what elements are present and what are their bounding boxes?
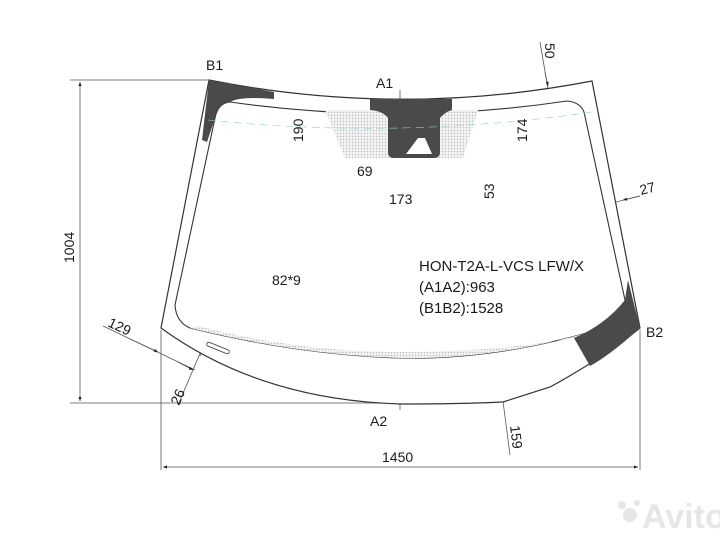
dim-sensor-offset: 69 [357, 163, 373, 179]
point-b2: B2 [646, 324, 663, 340]
frit-bottom-right [574, 280, 640, 366]
dim-height: 1004 [61, 232, 77, 263]
dim-sensor-width: 173 [389, 191, 413, 207]
dim-sensor-height-right: 174 [514, 118, 530, 142]
frit-top-left [202, 80, 274, 142]
dim-width: 1450 [382, 449, 413, 465]
dim-bottom-band: 159 [507, 424, 526, 449]
dim-bottom-left: 129 [106, 314, 134, 338]
dim-top-edge: 50 [542, 43, 558, 59]
point-a2: A2 [370, 413, 387, 429]
dim-sensor-gap: 53 [481, 183, 497, 199]
svg-text:Avito: Avito [642, 498, 720, 536]
sensor-mount [370, 99, 452, 158]
a1a2-length: (A1A2):963 [419, 279, 495, 296]
dim-heater: 82*9 [272, 272, 301, 288]
heater-mark [206, 341, 230, 355]
point-b1: B1 [206, 57, 223, 73]
dim-bottom-offset: 26 [167, 386, 188, 407]
glass-outline [160, 79, 641, 405]
dim-side-band: 27 [638, 179, 657, 198]
dim-sensor-height-left: 190 [290, 118, 306, 142]
avito-watermark: Avito [618, 498, 720, 536]
sensor-window [406, 138, 432, 154]
b1b2-length: (B1B2):1528 [419, 300, 503, 317]
point-a1: A1 [376, 75, 393, 91]
part-code: HON-T2A-L-VCS LFW/X [419, 258, 584, 275]
